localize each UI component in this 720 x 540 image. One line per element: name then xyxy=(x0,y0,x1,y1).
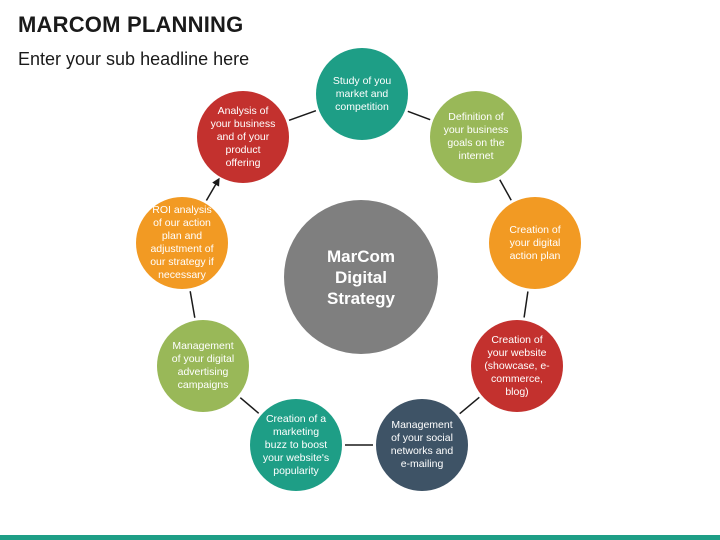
node-label: Creation of your digital action plan xyxy=(509,223,561,262)
node-label: Study of you market and competition xyxy=(332,74,392,113)
connector-line xyxy=(459,396,480,415)
node-business-analysis: Analysis of your business and of your pr… xyxy=(197,91,289,183)
node-marketing-buzz: Creation of a marketing buzz to boost yo… xyxy=(250,399,342,491)
connector-line xyxy=(523,291,529,318)
node-label: ROI analysis of our action plan and adju… xyxy=(150,204,214,281)
node-label: Creation of your website (showcase, e-co… xyxy=(484,333,550,398)
connector-line xyxy=(239,397,260,414)
node-market-study: Study of you market and competition xyxy=(316,48,408,140)
connector-line xyxy=(189,291,196,318)
node-label: Definition of your business goals on the… xyxy=(443,111,509,162)
node-digital-action-plan: Creation of your digital action plan xyxy=(489,197,581,289)
node-social-networks: Management of your social networks and e… xyxy=(376,399,468,491)
node-roi-analysis: ROI analysis of our action plan and adju… xyxy=(136,197,228,289)
node-label: Creation of a marketing buzz to boost yo… xyxy=(262,412,330,477)
center-label: MarCom Digital Strategy xyxy=(326,246,396,308)
node-label: Management of your digital advertising c… xyxy=(171,340,235,391)
accent-bar xyxy=(0,535,720,540)
page-subtitle: Enter your sub headline here xyxy=(18,49,250,69)
node-label: Analysis of your business and of your pr… xyxy=(210,104,276,169)
node-label: Management of your social networks and e… xyxy=(390,419,454,470)
connector-line xyxy=(499,179,512,201)
connector-line xyxy=(407,110,431,121)
connector-line xyxy=(288,109,317,122)
center-circle: MarCom Digital Strategy xyxy=(284,200,438,354)
node-advertising-campaigns: Management of your digital advertising c… xyxy=(157,320,249,412)
node-website-creation: Creation of your website (showcase, e-co… xyxy=(471,320,563,412)
node-business-goals: Definition of your business goals on the… xyxy=(430,91,522,183)
page-title: MARCOM PLANNING xyxy=(18,12,244,37)
connector-arrow xyxy=(205,177,220,201)
